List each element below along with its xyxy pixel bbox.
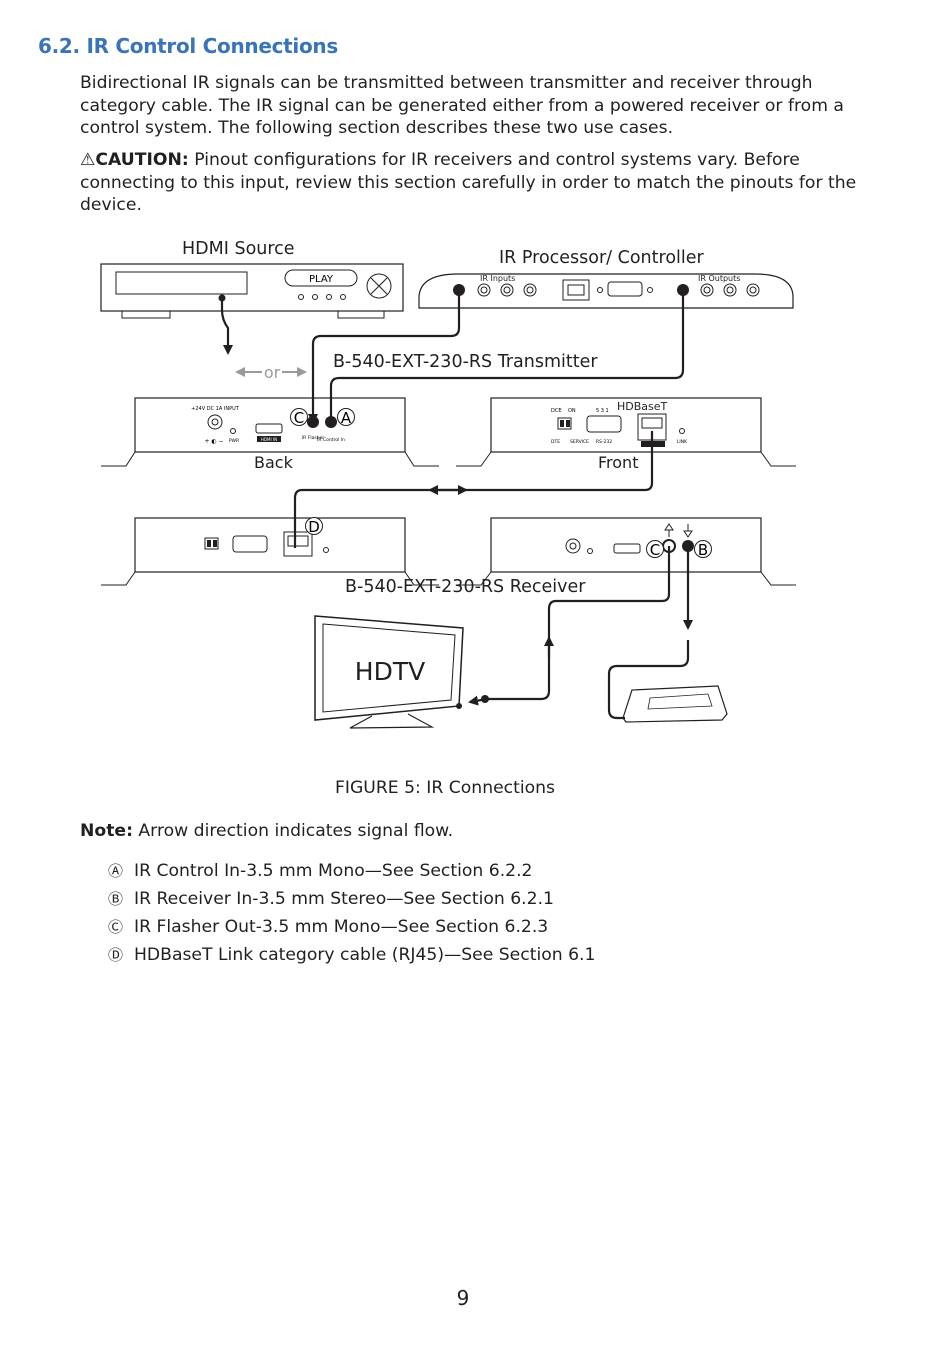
hdtv-display: HDTV bbox=[314, 615, 464, 729]
intro-paragraph: Bidirectional IR signals can be transmit… bbox=[80, 73, 844, 138]
hdmi-source-label: HDMI Source bbox=[182, 239, 295, 259]
note-text: Arrow direction indicates signal flow. bbox=[132, 821, 454, 841]
legend-text-c: IR Flasher Out-3.5 mm Mono—See Section 6… bbox=[134, 917, 549, 937]
hdmi-in-label: HDMI IN bbox=[261, 437, 277, 442]
legend-mark-b: Ⓑ bbox=[108, 890, 124, 908]
rs232-label: RS-232 bbox=[596, 439, 612, 445]
legend-mark-d: Ⓓ bbox=[108, 946, 124, 964]
service-label: SERVICE bbox=[570, 439, 589, 445]
section-title: 6.2. IR Control Connections bbox=[38, 34, 338, 58]
dte-label: DTE bbox=[551, 439, 560, 445]
ir-inputs-label: IR Inputs bbox=[480, 274, 515, 283]
marker-a: A bbox=[341, 409, 352, 427]
receiver-front-panel: D bbox=[101, 517, 439, 586]
figure-caption: FIGURE 5: IR Connections bbox=[335, 778, 555, 798]
marker-c-receiver: C bbox=[650, 541, 660, 559]
ir-output-cable bbox=[329, 290, 685, 418]
legend-item-d: Ⓓ HDBaseT Link category cable (RJ45)—See … bbox=[108, 944, 595, 972]
note-label: Note: bbox=[80, 821, 133, 841]
transmitter-label: B-540-EXT-230-RS Transmitter bbox=[333, 352, 598, 372]
transmitter-front-panel: DCE ON DTE SERVICE 5 3 1 RS-232 HDBaseT … bbox=[456, 397, 796, 467]
hdtv-label: HDTV bbox=[355, 657, 425, 686]
rs232-pin-numbers: 5 3 1 bbox=[596, 408, 609, 414]
ir-control-in-port-label: IR Control In bbox=[317, 437, 345, 443]
back-label: Back bbox=[254, 453, 294, 472]
ir-receiver-eye bbox=[622, 685, 728, 723]
connector-legend: Ⓐ IR Control In-3.5 mm Mono—See Section 6… bbox=[108, 860, 595, 972]
or-label: or bbox=[264, 363, 281, 382]
ir-input-cable bbox=[308, 290, 461, 424]
dce-label: DCE bbox=[551, 408, 562, 414]
legend-text-b: IR Receiver In-3.5 mm Stereo—See Section… bbox=[134, 889, 554, 909]
note: Note: Arrow direction indicates signal f… bbox=[80, 821, 453, 841]
caution-paragraph: ⚠CAUTION: Pinout configurations for IR r… bbox=[80, 149, 870, 217]
ir-processor-device: IR Inputs IR Outputs bbox=[418, 273, 794, 309]
dc-polarity-icon: + ◐ − bbox=[204, 438, 223, 445]
on-label: ON bbox=[568, 408, 576, 414]
ir-processor-label: IR Processor/ Controller bbox=[499, 248, 705, 268]
power-symbol-icon bbox=[366, 273, 392, 299]
ir-eye-cable bbox=[607, 640, 690, 720]
legend-item-b: Ⓑ IR Receiver In-3.5 mm Stereo—See Sectio… bbox=[108, 888, 595, 916]
page-number: 9 bbox=[456, 1286, 470, 1310]
ir-outputs-label: IR Outputs bbox=[698, 274, 740, 283]
legend-item-a: Ⓐ IR Control In-3.5 mm Mono—See Section 6… bbox=[108, 860, 595, 888]
or-double-arrow: or bbox=[235, 363, 307, 382]
warning-triangle-icon: ⚠ bbox=[80, 150, 96, 170]
hdbaset-label: HDBaseT bbox=[617, 400, 668, 413]
hdmi-source-device: PLAY bbox=[100, 263, 404, 319]
receiver-label: B-540-EXT-230-RS Receiver bbox=[345, 577, 586, 597]
marker-d: D bbox=[308, 518, 320, 536]
play-button-label: PLAY bbox=[309, 274, 334, 285]
hdmi-source-ir-cable bbox=[220, 296, 233, 355]
front-label: Front bbox=[598, 453, 638, 472]
flasher-cable bbox=[487, 546, 671, 701]
marker-c-transmitter: C bbox=[294, 409, 304, 427]
transmitter-back-panel: +24V DC 1A INPUT + ◐ − PWR HDMI IN IR Fl… bbox=[101, 397, 439, 467]
caution-text: Pinout configurations for IR receivers a… bbox=[80, 150, 857, 215]
receiver-back-panel: C B bbox=[456, 517, 796, 586]
legend-mark-a: Ⓐ bbox=[108, 862, 124, 880]
ir-flasher-port-label: IR Flasher bbox=[302, 435, 324, 441]
power-input-label: +24V DC 1A INPUT bbox=[191, 406, 240, 412]
legend-text-a: IR Control In-3.5 mm Mono—See Section 6.… bbox=[134, 861, 533, 881]
marker-b: B bbox=[698, 541, 708, 559]
ir-cables bbox=[220, 290, 693, 720]
legend-mark-c: Ⓒ bbox=[108, 918, 124, 936]
pwr-label: PWR bbox=[229, 438, 239, 444]
legend-text-d: HDBaseT Link category cable (RJ45)—See S… bbox=[134, 945, 596, 965]
caution-label: CAUTION: bbox=[95, 150, 189, 170]
legend-item-c: Ⓒ IR Flasher Out-3.5 mm Mono—See Section … bbox=[108, 916, 595, 944]
link-label: LINK bbox=[677, 439, 688, 445]
ir-connections-diagram: HDMI Source IR Processor/ Controller PLA… bbox=[100, 239, 796, 729]
hdbaset-link-cable bbox=[293, 431, 654, 548]
